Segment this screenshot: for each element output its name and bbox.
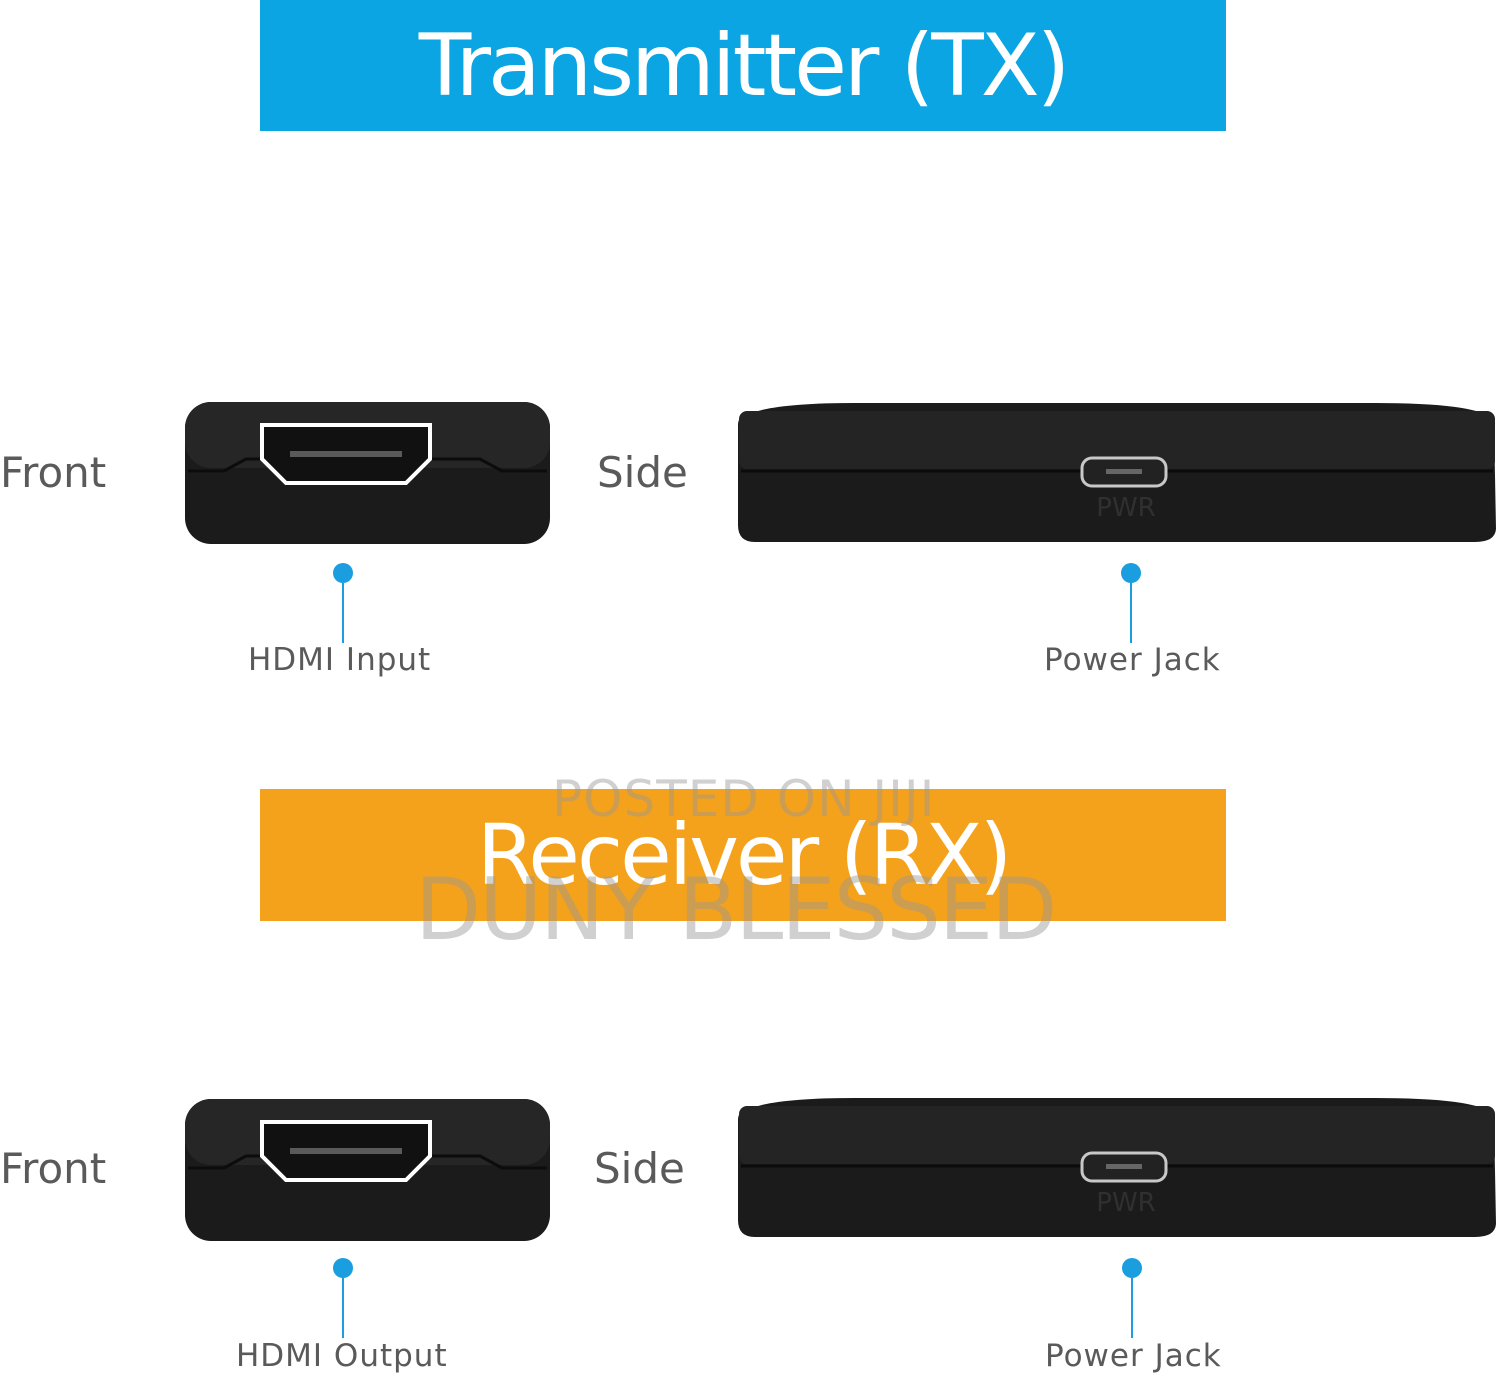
rx-side-device-graphic: PWR [738,1098,1496,1237]
callout-dot [333,1258,353,1278]
tx-power-callout [1121,563,1141,643]
callout-line [342,1278,344,1338]
rx-front-device [184,1098,551,1243]
rx-hdmi-callout [333,1258,353,1338]
receiver-banner: Receiver (RX) [260,789,1226,921]
callout-dot [1122,1258,1142,1278]
tx-side-label: Side [597,448,688,497]
tx-hdmi-input-label: HDMI Input [248,642,432,678]
tx-front-label: Front [0,448,107,497]
tx-pwr-text: PWR [1096,493,1155,523]
rx-front-device-graphic [185,1099,550,1241]
rx-pwr-text: PWR [1096,1188,1155,1218]
callout-dot [1121,563,1141,583]
callout-dot [333,563,353,583]
tx-side-device-graphic: PWR [738,403,1496,542]
transmitter-banner: Transmitter (TX) [260,0,1226,131]
tx-side-device: PWR [735,401,1498,544]
callout-line [1130,583,1132,643]
tx-front-device [184,401,551,546]
rx-power-callout [1122,1258,1142,1338]
tx-hdmi-callout [333,563,353,643]
callout-line [1131,1278,1133,1338]
rx-power-jack-label: Power Jack [1045,1338,1222,1374]
callout-line [342,583,344,643]
rx-side-label: Side [594,1144,685,1193]
rx-hdmi-output-label: HDMI Output [236,1338,448,1374]
tx-power-jack-label: Power Jack [1044,642,1221,678]
tx-front-device-graphic [185,402,550,544]
rx-side-device: PWR [735,1096,1498,1239]
transmitter-title: Transmitter (TX) [418,15,1071,116]
receiver-title: Receiver (RX) [476,806,1013,904]
rx-front-label: Front [0,1144,107,1193]
